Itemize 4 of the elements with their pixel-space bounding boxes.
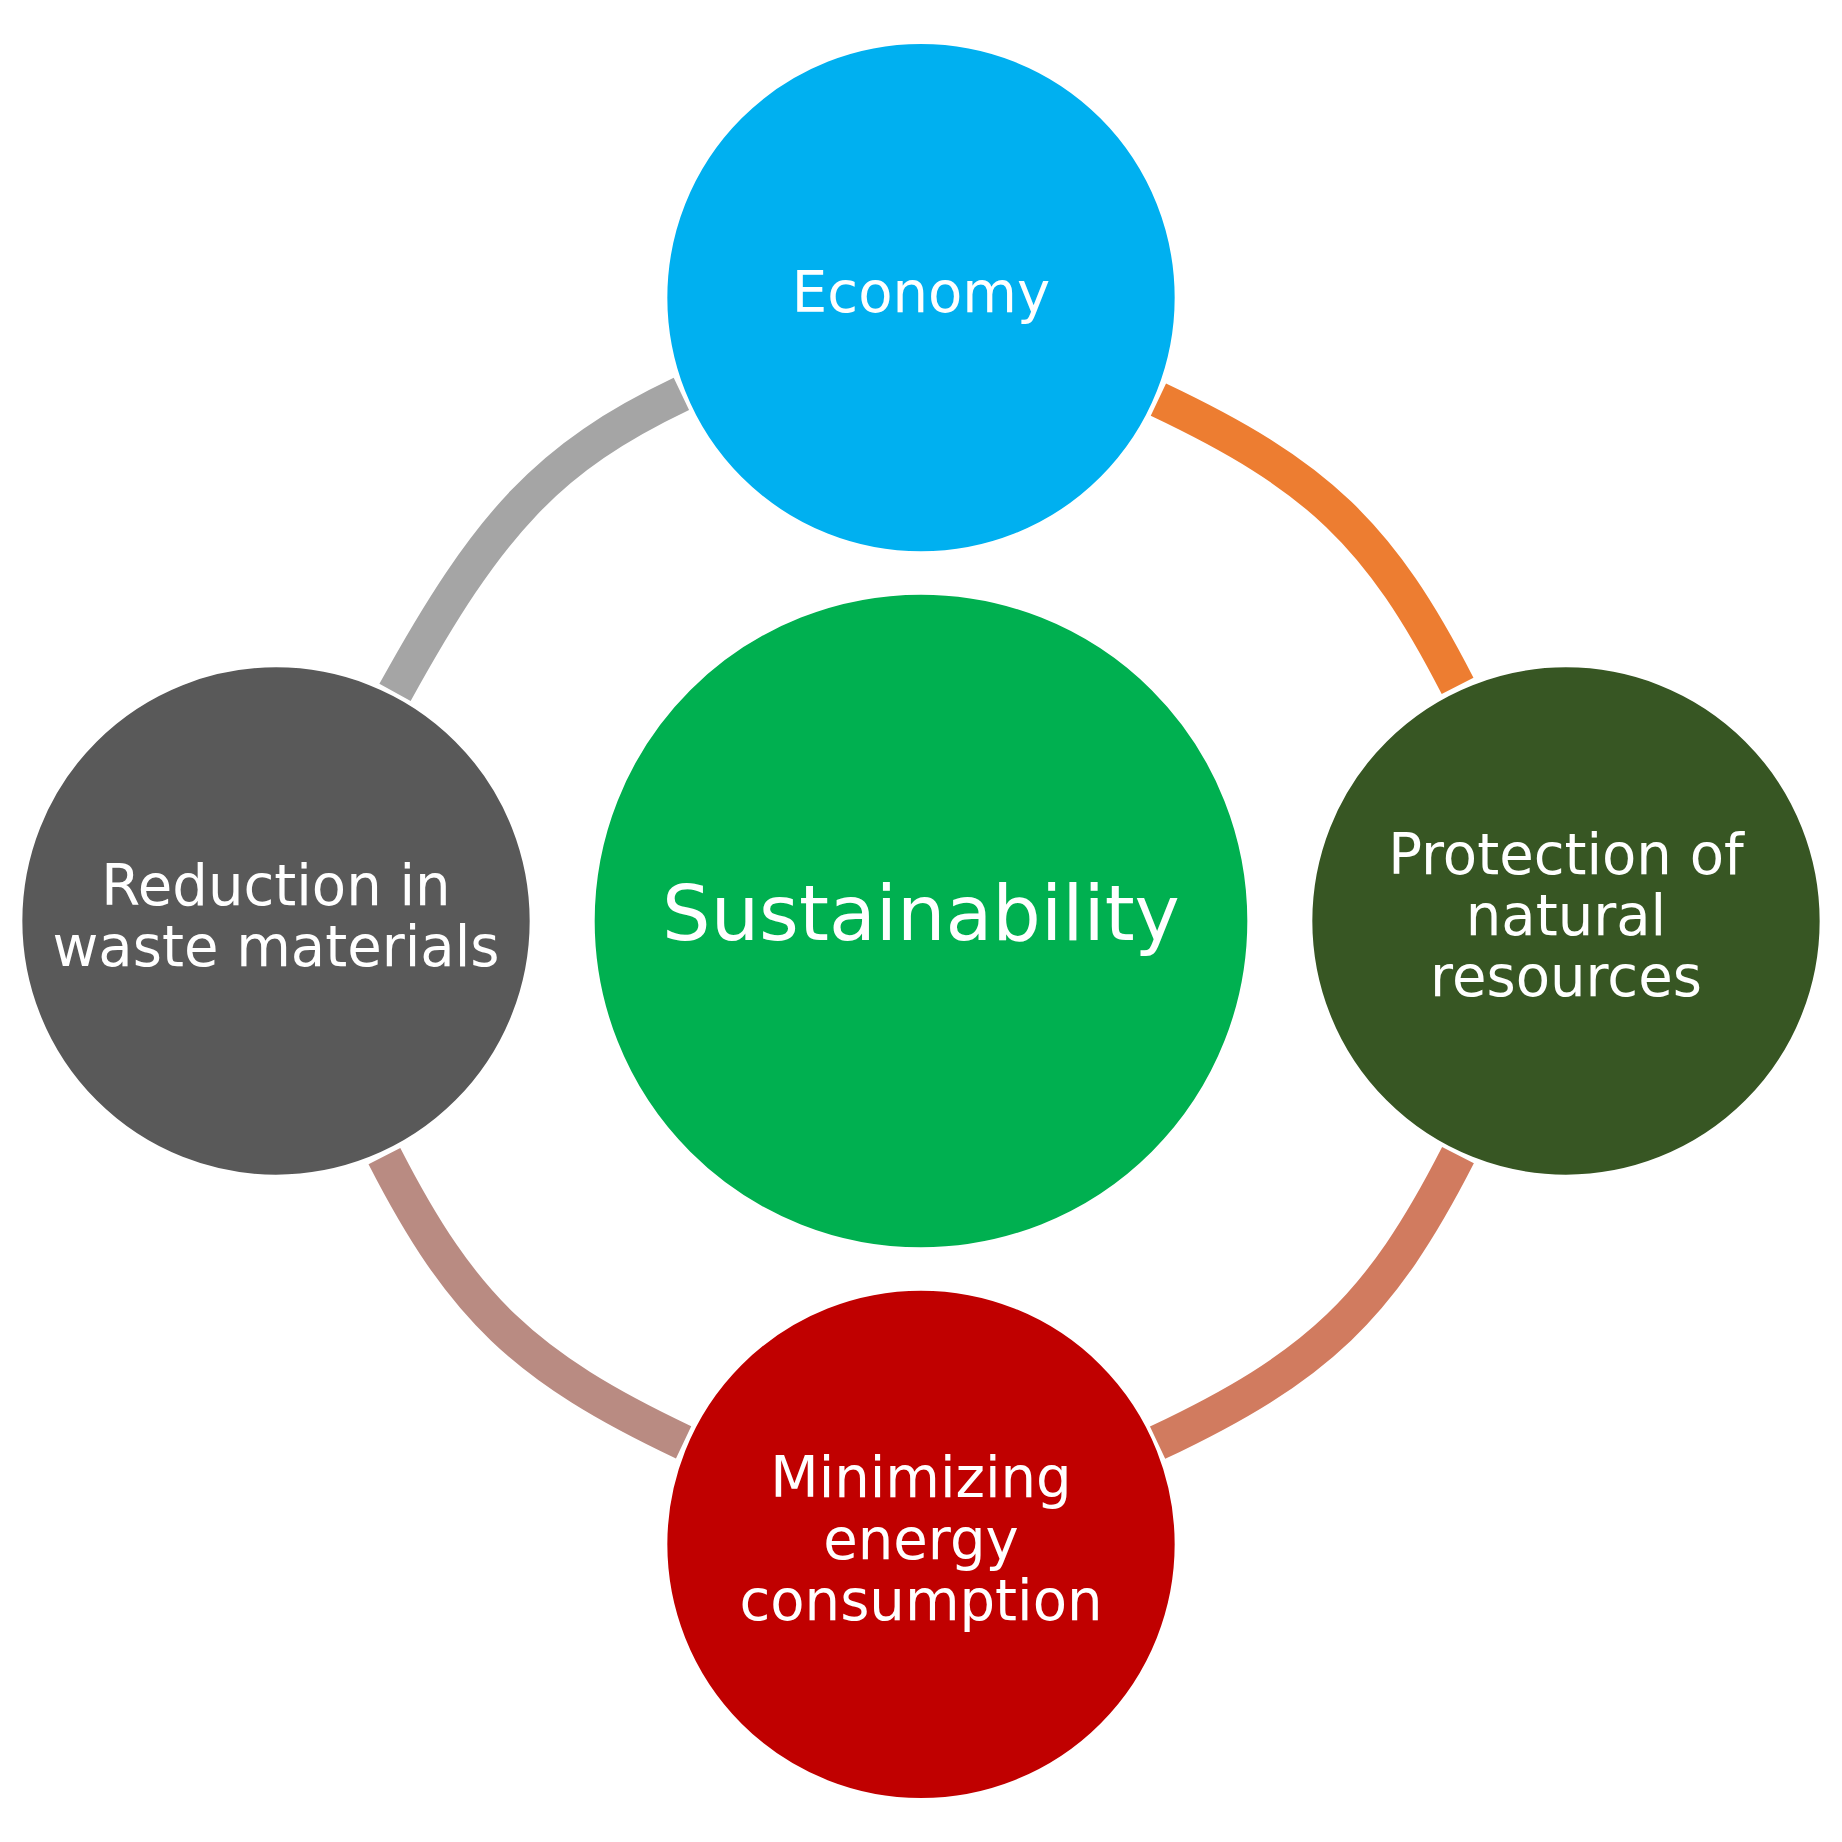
connector <box>368 1147 692 1459</box>
connector <box>1150 383 1474 695</box>
connector <box>379 378 690 702</box>
connector <box>1149 1146 1474 1459</box>
